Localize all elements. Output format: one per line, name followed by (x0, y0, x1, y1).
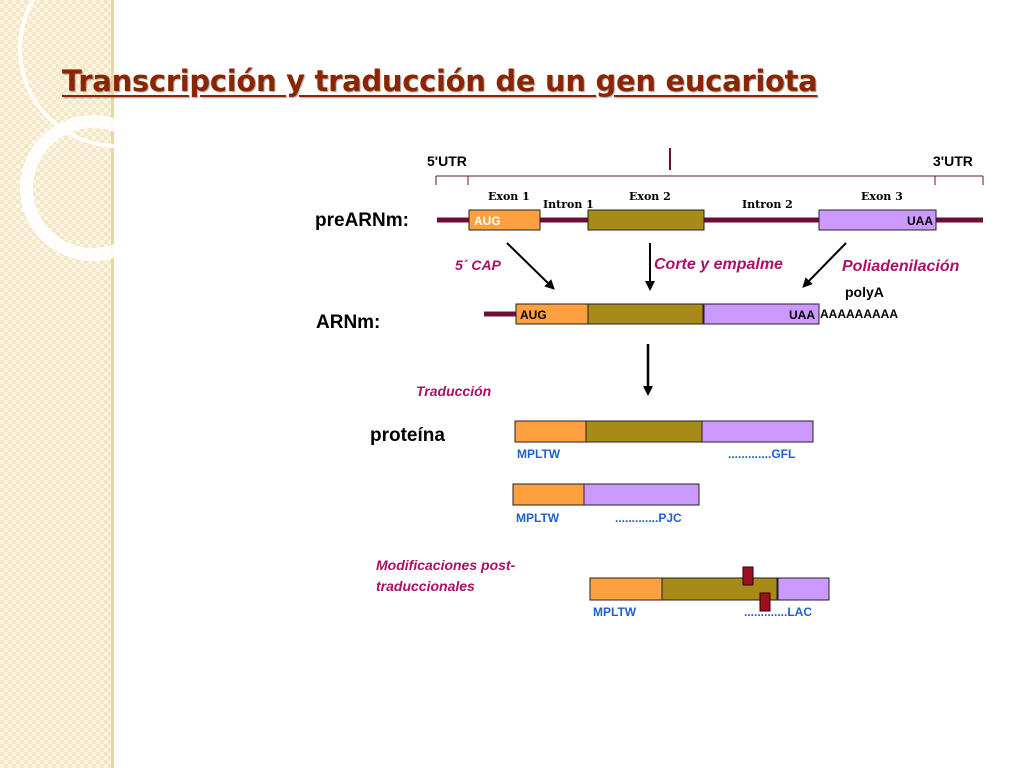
protein-isoform-1: proteína MPLTW .............GFL (370, 420, 814, 461)
prearnm-exon3 (818, 209, 937, 231)
splicing-label: Corte y empalme (654, 256, 783, 273)
utr5-label: 5'UTR (427, 153, 467, 169)
protein3-n-terminus: MPLTW (593, 605, 637, 619)
polyadenylation-label: Poliadenilación (842, 258, 960, 275)
utr3-label: 3'UTR (933, 153, 973, 169)
exon1-label: Exon 1 (488, 190, 530, 203)
processing-step: 5´ CAP Corte y empalme Poliadenilación p… (455, 242, 960, 300)
arnm-stop-codon: UAA (789, 308, 815, 322)
modification-mark-bottom (759, 592, 771, 612)
exon2-label: Exon 2 (629, 190, 671, 203)
prearnm-exon2 (587, 209, 705, 231)
slide-title: Transcripción y traducción de un gen euc… (62, 64, 818, 98)
protein1-c-terminus: .............GFL (728, 447, 795, 461)
protein3-c-terminus: .............LAC (744, 605, 812, 619)
prearnm-row: preARNm: AUG UAA Exon 1 Intron 1 Exon 2 … (315, 190, 983, 231)
prearnm-label: preARNm: (315, 210, 409, 231)
arnm-exon3 (703, 303, 820, 325)
polya-tail: AAAAAAAAA (820, 307, 898, 321)
protein-isoform-modified: Modificaciones post- traduccionales MPLT… (376, 557, 830, 619)
intron1-label: Intron 1 (543, 198, 594, 211)
cap-arrow (506, 242, 555, 290)
translation-label: Traducción (416, 383, 491, 399)
protein1-exon1 (514, 420, 587, 443)
translation-step: Traducción (416, 344, 653, 399)
arnm-start-codon: AUG (520, 308, 547, 322)
arnm-label: ARNm: (316, 312, 380, 333)
arnm-exon2 (587, 303, 704, 325)
protein-label: proteína (370, 425, 445, 446)
polyadenylation-arrow (802, 242, 847, 288)
ptm-label-line2: traduccionales (376, 578, 475, 594)
protein2-n-terminus: MPLTW (516, 511, 560, 525)
cap-label: 5´ CAP (455, 257, 502, 273)
protein2-exon1 (512, 483, 585, 506)
protein3-exon1 (589, 577, 663, 601)
exon3-label: Exon 3 (861, 190, 903, 203)
intron2-label: Intron 2 (742, 198, 793, 211)
polya-label: polyA (845, 284, 884, 300)
prearnm-stop-codon: UAA (907, 214, 933, 228)
prearnm-start-codon: AUG (474, 214, 501, 228)
decorative-strip-edge (111, 0, 114, 768)
protein1-exon3 (701, 420, 814, 443)
protein1-exon2 (585, 420, 703, 443)
protein2-c-terminus: .............PJC (615, 511, 682, 525)
arnm-row: ARNm: AUG UAA AAAAAAAAA (316, 303, 898, 333)
utr-bracket: 5'UTR 3'UTR (427, 148, 984, 185)
protein-isoform-2: MPLTW .............PJC (512, 483, 700, 525)
modification-mark-top (742, 566, 754, 586)
ptm-label-line1: Modificaciones post- (376, 557, 516, 573)
protein2-exon3 (583, 483, 700, 506)
protein3-exon3 (777, 577, 830, 601)
prearnm-exon1 (468, 209, 541, 231)
protein1-n-terminus: MPLTW (517, 447, 561, 461)
